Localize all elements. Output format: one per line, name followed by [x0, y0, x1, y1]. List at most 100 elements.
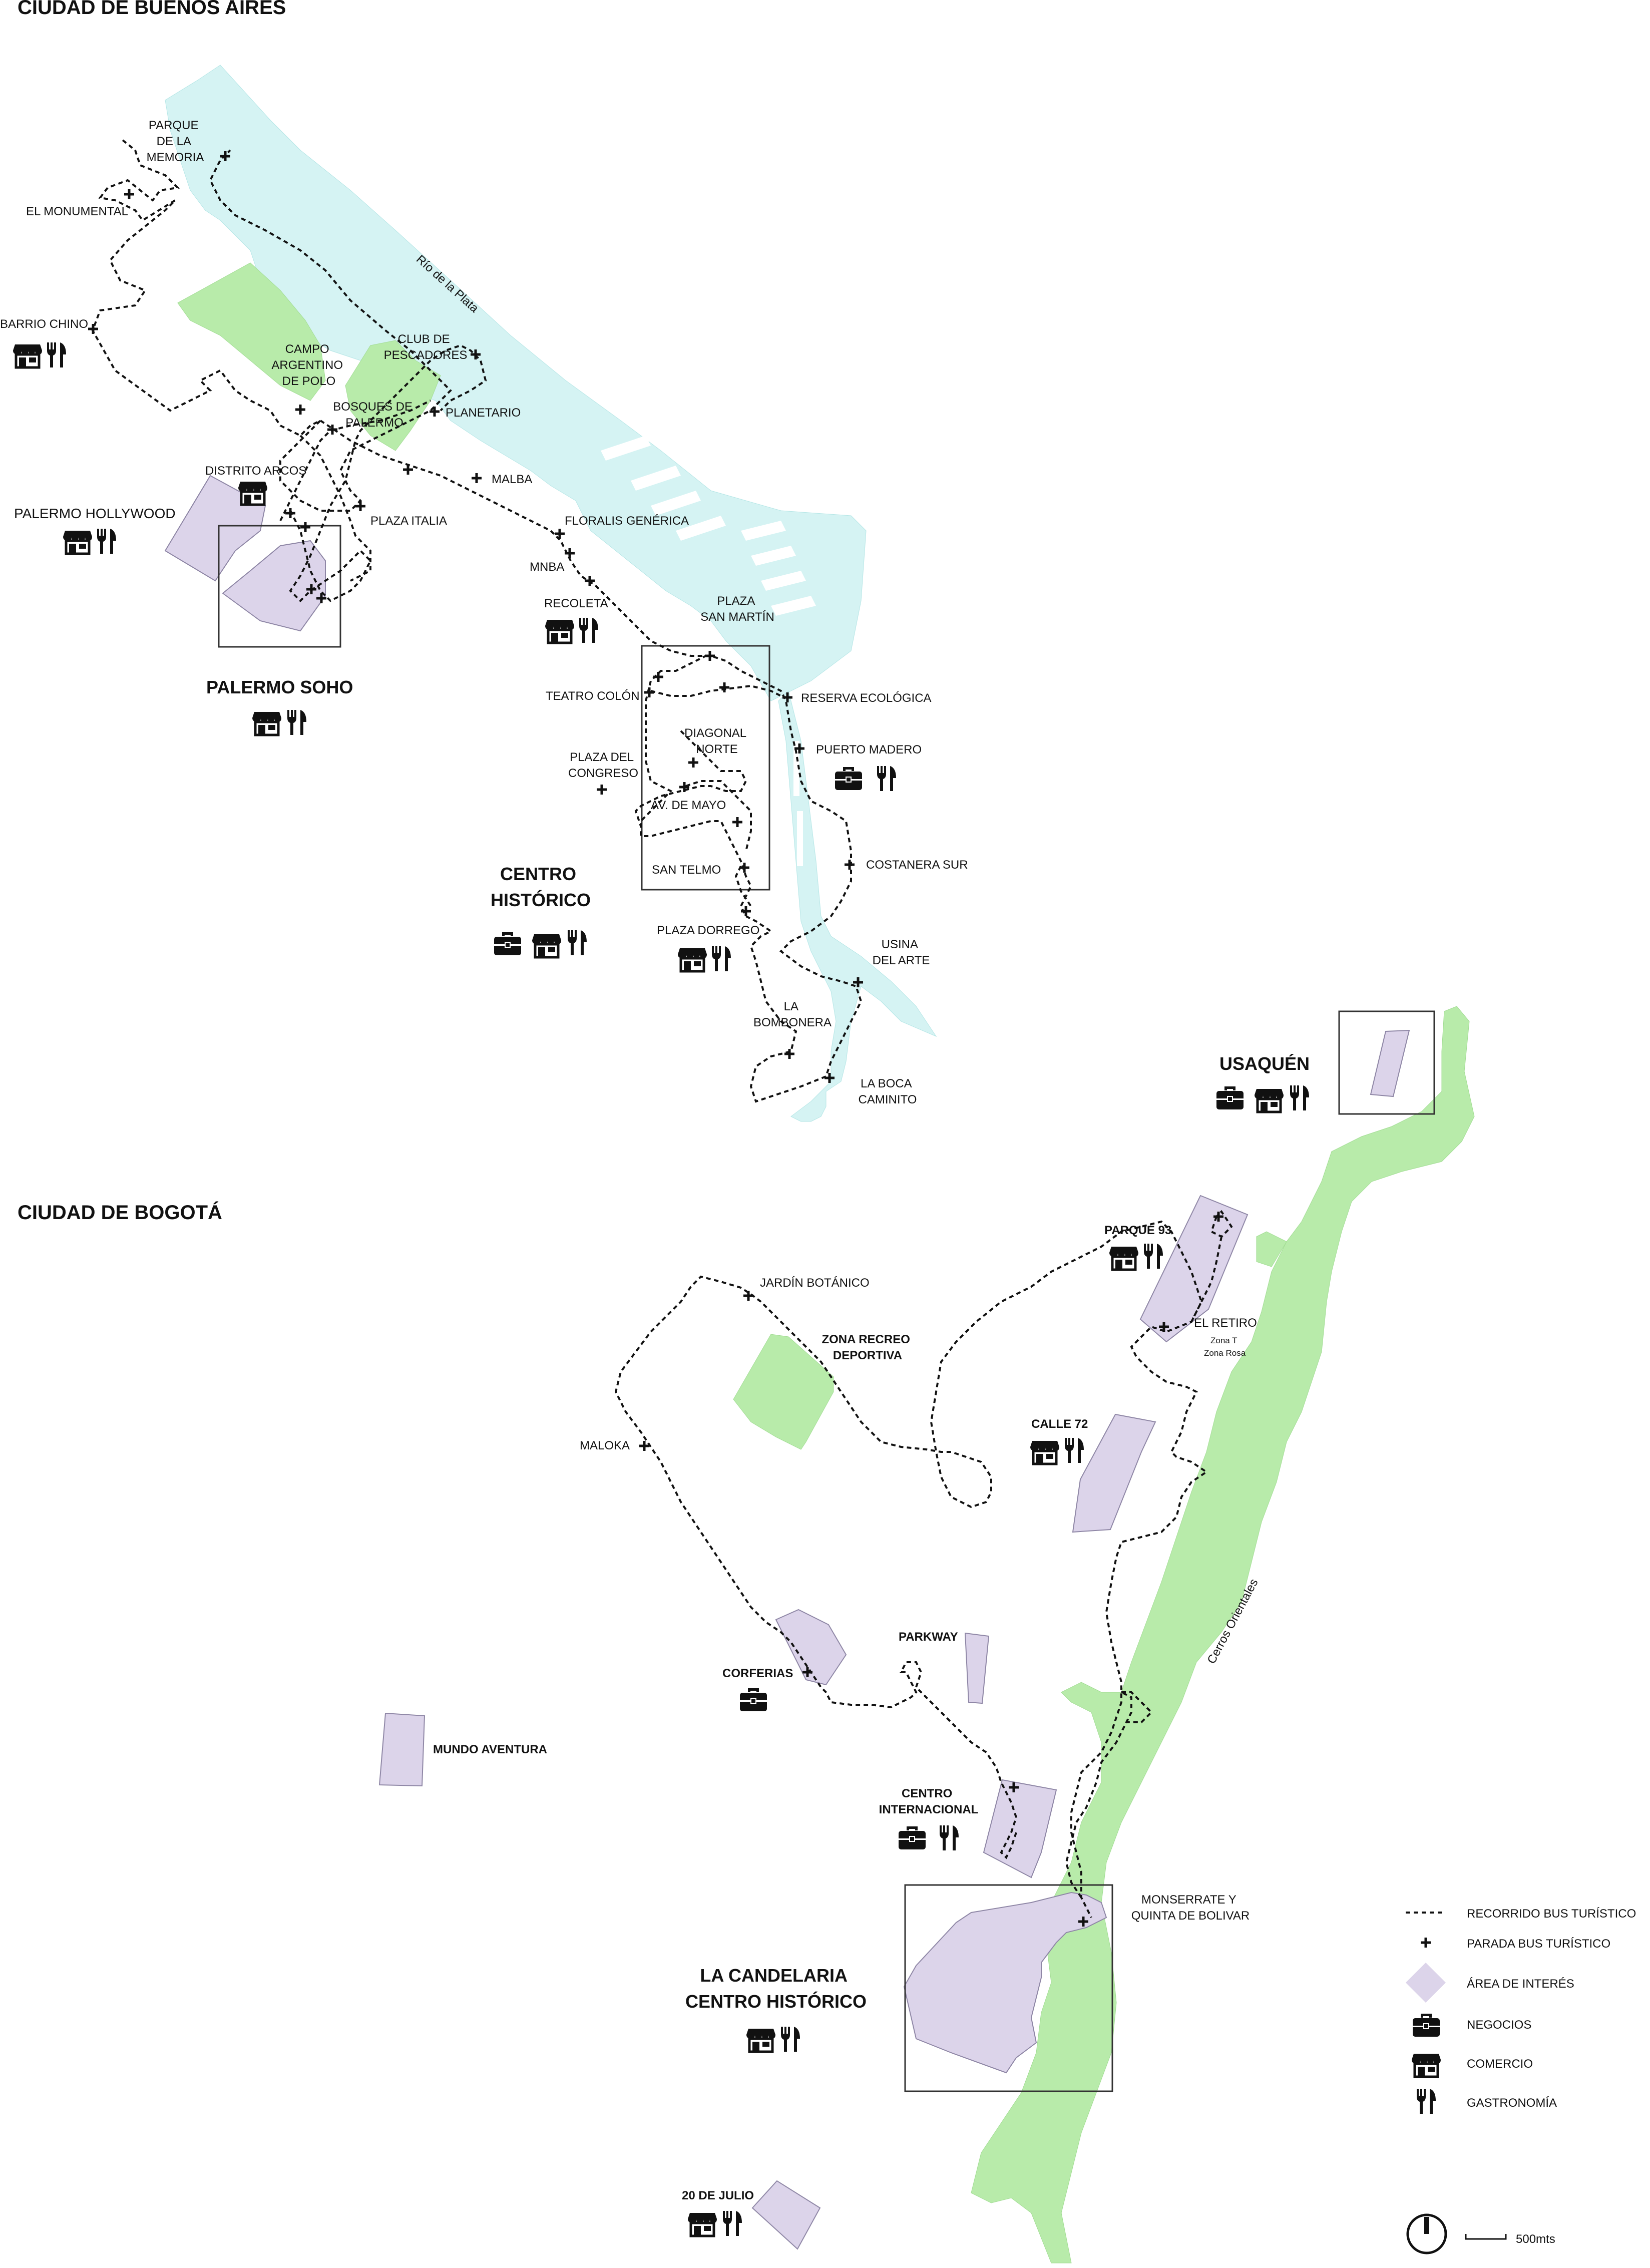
planetario-label: PLANETARIO: [446, 406, 521, 420]
parque-93-icons: [1109, 1244, 1163, 1270]
la-candelaria-area: [903, 1892, 1107, 2074]
zona-t-label: Zona T: [1210, 1336, 1238, 1345]
puerto-madero-icons: [835, 766, 896, 791]
legend-stop-icon: [1421, 1938, 1431, 1948]
bosques-palermo-label: BOSQUES DE PALERMO: [333, 400, 416, 430]
barrio-chino-label: BARRIO CHINO: [0, 317, 88, 331]
small-green-patch: [1256, 1231, 1287, 1267]
cerros-orientales-park: [971, 1006, 1475, 2263]
legend-business-label: NEGOCIOS: [1467, 2018, 1531, 2032]
centro-internacional-area: [983, 1779, 1057, 1878]
veinte-de-julio-area: [751, 2180, 821, 2250]
campo-argentino-de-polo-park: [177, 262, 326, 401]
zona-recreo-deportiva-park: [733, 1334, 834, 1450]
buenos-aires-map: Río de la Plata: [0, 65, 968, 1122]
legend-food-label: GASTRONOMÍA: [1467, 2096, 1557, 2110]
el-monumental-label: EL MONUMENTAL: [26, 205, 128, 218]
parque-93-label: PARQUE 93: [1104, 1224, 1171, 1237]
legend: RECORRIDO BUS TURÍSTICO PARADA BUS TURÍS…: [1406, 1907, 1636, 2114]
recoleta-label: RECOLETA: [544, 597, 608, 610]
barrio-chino-icons: [13, 342, 66, 367]
veinte-de-julio-label: 20 DE JULIO: [682, 2189, 754, 2202]
calle-72-label: CALLE 72: [1031, 1417, 1088, 1431]
diagonal-norte-label: DIAGONAL NORTE: [684, 726, 749, 756]
mundo-aventura-label: MUNDO AVENTURA: [433, 1743, 547, 1756]
distrito-arcos-icons: [238, 482, 267, 505]
calle-72-icons: [1030, 1438, 1084, 1464]
floralis-label: FLORALIS GENÉRICA: [565, 514, 689, 528]
costanera-sur-label: COSTANERA SUR: [866, 858, 968, 872]
distrito-arcos-label: DISTRITO ARCOS: [205, 464, 306, 478]
san-telmo-label: SAN TELMO: [652, 863, 721, 877]
maloka-label: MALOKA: [580, 1439, 630, 1452]
bogota-title: CIUDAD DE BOGOTÁ: [18, 1201, 222, 1224]
plaza-congreso-label: PLAZA DEL CONGRESO: [568, 750, 638, 780]
mundo-aventura-area: [378, 1712, 426, 1787]
buenos-aires-title: CIUDAD DE BUENOS AIRES: [18, 0, 286, 19]
bosques-de-palermo-park: [345, 340, 441, 451]
scale-bar: 500mts: [1465, 2232, 1555, 2246]
centro-historico-icons: [494, 930, 587, 957]
bogota-map: Cerros Orientales USAQUÉN: [378, 1006, 1475, 2263]
north-arrow-icon: [1406, 2213, 1447, 2254]
la-candelaria-frame: [904, 1884, 1113, 2092]
recoleta-icons: [545, 618, 598, 643]
veinte-de-julio-icons: [688, 2211, 742, 2236]
legend-area-swatch: [1406, 1963, 1446, 2003]
el-retiro-label: EL RETIRO: [1194, 1316, 1257, 1330]
corferias-area: [775, 1609, 847, 1686]
plaza-dorrego-label: PLAZA DORREGO: [657, 924, 759, 937]
centro-internacional-icons: [898, 1825, 959, 1850]
legend-stop-label: PARADA BUS TURÍSTICO: [1467, 1937, 1610, 1951]
usaquen-frame: [1338, 1010, 1435, 1115]
jardin-botanico-label: JARDÍN BOTÁNICO: [760, 1276, 870, 1290]
plaza-dorrego-icons: [678, 946, 731, 971]
legend-shop-icon: [1412, 2054, 1441, 2077]
centro-internacional-label: CENTRO INTERNACIONAL: [879, 1787, 979, 1816]
plaza-san-martin-label: PLAZA SAN MARTÍN: [700, 594, 774, 624]
rio-de-la-plata-water: [165, 65, 867, 701]
zona-rosa-label: Zona Rosa: [1204, 1348, 1246, 1358]
palermo-soho-frame: [218, 525, 341, 648]
bogota-stops: [639, 1212, 1223, 1927]
la-candelaria-title: LA CANDELARIA CENTRO HISTÓRICO: [685, 1965, 867, 2012]
monserrate-label: MONSERRATE Y QUINTA DE BOLIVAR: [1131, 1893, 1250, 1923]
corferias-label: CORFERIAS: [722, 1667, 793, 1680]
legend-briefcase-icon: [1412, 2013, 1440, 2037]
club-pescadores-label: CLUB DE PESCADORES: [384, 332, 468, 362]
legend-route-label: RECORRIDO BUS TURÍSTICO: [1467, 1907, 1636, 1921]
palermo-hollywood-icons: [63, 529, 116, 554]
reserva-ecologica-label: RESERVA ECOLÓGICA: [801, 691, 932, 705]
usina-label: USINA DEL ARTE: [873, 938, 930, 967]
corferias-icons: [739, 1688, 767, 1712]
puerto-madero-canal: [778, 690, 937, 1122]
legend-commerce-label: COMERCIO: [1467, 2057, 1533, 2071]
usaquen-label: USAQUÉN: [1219, 1053, 1310, 1074]
teatro-colon-label: TEATRO COLÓN: [546, 689, 640, 703]
bogota-bus-route: [614, 1210, 1233, 1918]
la-bombonera-label: LA BOMBONERA: [753, 1000, 832, 1029]
av-de-mayo-label: AV. DE MAYO: [651, 799, 726, 812]
parkway-label: PARKWAY: [899, 1630, 958, 1644]
parque-93-area: [1139, 1195, 1249, 1343]
centro-historico-title: CENTRO HISTÓRICO: [491, 864, 591, 910]
legend-area-label: ÁREA DE INTERÉS: [1467, 1977, 1574, 1991]
la-boca-label: LA BOCA CAMINITO: [859, 1077, 917, 1106]
campo-polo-label: CAMPO ARGENTINO DE POLO: [271, 342, 346, 388]
la-candelaria-icons: [746, 2027, 800, 2052]
buenos-aires-bus-route: [91, 139, 863, 1103]
usaquen-icons: [1216, 1085, 1309, 1112]
mnba-label: MNBA: [530, 560, 564, 574]
centro-historico-frame: [641, 645, 770, 891]
calle-72-area: [1072, 1413, 1156, 1533]
parque-memoria-label: PARQUE DE LA MEMORIA: [147, 119, 204, 164]
malba-label: MALBA: [492, 473, 532, 486]
port-docks: [601, 436, 816, 866]
legend-fork-knife-icon: [1417, 2089, 1436, 2114]
palermo-hollywood-label: PALERMO HOLLYWOOD: [14, 506, 176, 521]
zona-recreo-label: ZONA RECREO DEPORTIVA: [821, 1333, 913, 1362]
palermo-soho-icons: [252, 710, 306, 735]
scale-label: 500mts: [1516, 2232, 1555, 2246]
puerto-madero-label: PUERTO MADERO: [816, 743, 922, 757]
